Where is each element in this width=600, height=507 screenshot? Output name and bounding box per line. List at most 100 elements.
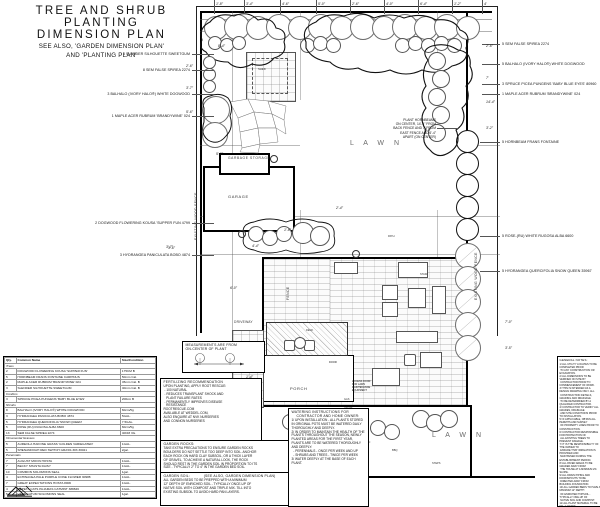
door-label: DOOR — [329, 362, 337, 365]
dimension-label: 3'-2" — [486, 126, 493, 130]
general-notes-body: 1/ ALL UTILITY LOCATES TO BE COMPLETED P… — [560, 363, 600, 507]
furniture-chair — [382, 285, 398, 300]
lawn-label-south: L A W N — [432, 432, 485, 439]
dimension-label: 7'-0" — [505, 320, 512, 324]
dim-tick — [384, 0, 385, 14]
garbage-storage-label: GARBAGE STORAGE — [228, 156, 258, 160]
callout-right-1: 5 SEM FALSE SPIREA 2274 — [502, 42, 549, 46]
access-door-note: ACCESS DOOR FOR LAWN MAINTENANCE EQUIPME… — [352, 380, 370, 392]
dim-tick — [244, 0, 245, 14]
general-notes-box: GENERAL NOTES: 1/ ALL UTILITY LOCATES TO… — [557, 356, 600, 507]
furniture-chair — [382, 302, 398, 317]
dimension-label: 1'-6" — [284, 228, 291, 232]
leader-line — [437, 128, 459, 129]
callout-left-3: 3 BALHALO (IVORY HALO®) WHITE DOGWOOD — [10, 92, 190, 96]
deck-label: DECK — [306, 330, 313, 333]
callout-right-3: 3 SPRUCE PICEA PUNGENS 'BABY BLUE EYES' … — [502, 82, 596, 86]
shrub-mass — [440, 410, 458, 428]
callout-right-5: 5 HORNBEAM FRANS FONTAINE — [502, 140, 559, 144]
garden-soil-note-box: GARDEN SOIL: (SEE ALSO, GARDEN DIMENSION… — [160, 472, 293, 506]
dimension-label: 6'-0" — [230, 286, 237, 290]
designer-logo — [6, 484, 34, 498]
property-line-top — [196, 6, 498, 7]
dimension-label: 1'-8" — [216, 2, 223, 6]
lawn-label-north: L A W N — [350, 140, 403, 147]
furniture-table — [408, 288, 426, 308]
dimension-label: 14'-4" — [486, 100, 495, 104]
dim-tick — [418, 0, 419, 14]
title-line-2: PLANTING — [14, 17, 189, 29]
site-marker — [270, 155, 278, 163]
dimension-label: 3'-6" — [168, 246, 175, 250]
dimension-label: 2'-6" — [186, 64, 193, 68]
leader-line — [480, 271, 500, 272]
watering-note-box: WATERING INSTRUCTIONS FOR CONTRACTOR AND… — [288, 408, 369, 507]
dimension-label: 5'-0" — [318, 2, 325, 6]
dimension-label: 4' — [484, 2, 487, 6]
garden-rocks-note-body: TAKE EXTRA PRECAUTIONS TO ENSURE GARDEN … — [164, 447, 290, 470]
dimension-label: 6'-4" — [424, 128, 431, 132]
callout-left-2: 8 SEM FALSE SPIREA 2274 — [10, 68, 190, 72]
canopy-outline-west — [198, 92, 236, 150]
stair-label: STAIR — [420, 274, 427, 277]
patio-table — [294, 337, 306, 349]
leader-line — [480, 236, 500, 237]
leader-line — [482, 84, 500, 85]
title-line-3: DIMENSION PLAN — [14, 29, 189, 41]
callout-right-2: 5 BALHALO (IVORY HALO®) WHITE DOGWOOD — [502, 62, 585, 66]
subtitle-line-1: SEE ALSO, 'GARDEN DIMENSION PLAN' — [14, 43, 189, 50]
dimension-label: 2'-6" — [352, 2, 359, 6]
dim-tick — [452, 0, 453, 14]
hornbeam-note-line-5: APART (ON CENTER) — [352, 135, 436, 139]
bed-outline-mid — [240, 216, 340, 256]
canopy-outline-east — [418, 44, 478, 164]
furniture-counter — [396, 331, 438, 343]
dim-tick — [214, 0, 215, 14]
dimension-label: 2'-6" — [486, 44, 493, 48]
schedule-cell-sz: 1gal. — [120, 492, 155, 498]
gas-label: GAS — [344, 399, 349, 402]
path-label: PATH — [388, 236, 395, 239]
patio-table — [420, 352, 442, 368]
garage-label: GARAGE — [228, 194, 249, 199]
fertilizing-note-box: FERTILIZING RECOMMENDATION UPON PLANTING… — [160, 378, 262, 441]
fence-label-mid: FENCE — [286, 287, 290, 301]
fertilizing-note-body: UPON PLANTING, APPLY ROOT RESCUE: - 100 … — [164, 385, 259, 424]
front-property-line — [360, 476, 535, 478]
callout-left-1: 3 SLENDER SILHOUETTE SWEETGUM — [10, 52, 190, 56]
dimension-label: 1'-2" — [454, 2, 461, 6]
dim-tick — [280, 0, 281, 14]
patio-chair — [404, 354, 416, 366]
dimension-label: 3'-4" — [246, 2, 253, 6]
dimension-label: 2'-4" — [336, 206, 343, 210]
measurement-note-line-2: ON-CENTER OF PLANT — [186, 348, 262, 352]
dimension-label: 5'-6" — [186, 110, 193, 114]
leader-line — [192, 255, 214, 256]
bbq-label: BBQ — [392, 450, 397, 453]
site-marker — [352, 250, 360, 258]
house-south-wall-ext — [424, 405, 471, 407]
garden-rocks-note-box: GARDEN ROCKS: TAKE EXTRA PRECAUTIONS TO … — [160, 440, 293, 474]
property-line-east — [497, 6, 498, 336]
furniture-bench — [372, 368, 400, 386]
dim-tick — [482, 0, 483, 14]
shrub-mass — [428, 88, 446, 106]
shrub-mass — [384, 424, 400, 440]
leader-line — [192, 94, 214, 95]
dimension-label: 6'-4" — [420, 2, 427, 6]
dimension-label: 7' — [486, 76, 489, 80]
driveway-label: DRIVEWAY — [234, 320, 253, 324]
dim-tick — [350, 0, 351, 14]
house-wall-south — [262, 405, 424, 407]
shrub-mass — [428, 52, 446, 70]
dimension-label: 3'-5" — [505, 346, 512, 350]
leader-line — [482, 64, 500, 65]
callout-right-6: 5 ROSE-(RU) WHITE RUGOSA ALBA 6600 — [502, 234, 573, 238]
dimension-label: 4'-4" — [252, 244, 259, 248]
flagstone-path — [228, 98, 288, 154]
